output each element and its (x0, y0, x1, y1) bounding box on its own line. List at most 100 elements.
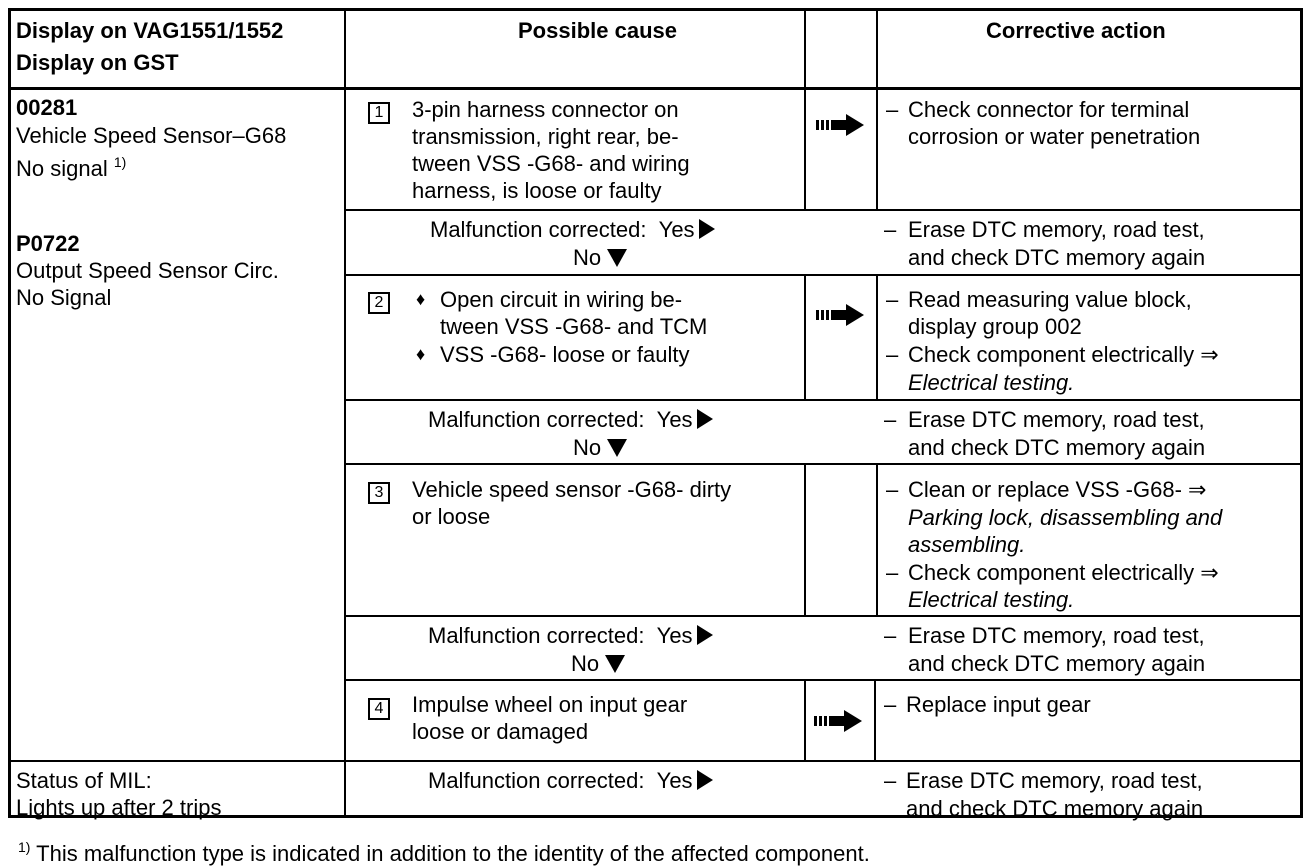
bullet: ♦ (416, 344, 426, 364)
action-line: and check DTC memory again (908, 435, 1206, 460)
cause-line: VSS -G68- loose or faulty (440, 342, 690, 367)
action-line: and check DTC memory again (906, 796, 1204, 821)
malfunction-label: Malfunction corrected: (430, 217, 647, 242)
column-divider (344, 8, 346, 818)
action-dash: – (884, 623, 897, 648)
no-label: No (573, 435, 602, 460)
malfunction-corrected-no: No (571, 650, 626, 677)
action-line: corrosion or water penetration (908, 124, 1201, 149)
malfunction-corrected-yes: Malfunction corrected: Yes (428, 622, 713, 649)
action-line: Check component electrically ⇒ (908, 560, 1219, 585)
fault-desc-line: Output Speed Sensor Circ. (16, 258, 279, 283)
go-to-action-arrow-icon (816, 304, 864, 326)
step-number-4: 4 (368, 698, 390, 720)
column-divider (876, 8, 878, 88)
yes-arrow-icon (696, 770, 713, 790)
malfunction-corrected-yes: Malfunction corrected: Yes (428, 767, 713, 794)
table-frame (8, 8, 1303, 818)
action-line: Erase DTC memory, road test, (908, 407, 1205, 432)
yes-arrow-icon (696, 625, 713, 645)
cause-line: or loose (412, 504, 491, 529)
step-number-1: 1 (368, 102, 390, 124)
mil-status-label: Status of MIL: (16, 768, 152, 793)
column-divider (876, 276, 878, 400)
action-dash: – (884, 768, 897, 793)
step-number-3: 3 (368, 482, 390, 504)
yes-label: Yes (656, 407, 693, 432)
fault-desc-text: No signal (16, 156, 108, 181)
header-possible-cause: Possible cause (518, 18, 677, 43)
column-divider (804, 680, 806, 762)
column-divider (804, 276, 806, 400)
action-dash: – (886, 560, 899, 585)
action-line: Check connector for terminal (908, 97, 1190, 122)
action-line: Read measuring value block, (908, 287, 1192, 312)
fault-code-p0722: P0722 (16, 231, 80, 256)
cause-line: transmission, right rear, be- (412, 124, 679, 149)
malfunction-label: Malfunction corrected: (428, 407, 645, 432)
column-divider (876, 90, 878, 210)
row-divider (344, 615, 1303, 617)
column-divider (804, 464, 806, 616)
footnote: 1) This malfunction type is indicated in… (18, 834, 870, 867)
column-divider (804, 90, 806, 210)
header-corrective-action: Corrective action (986, 18, 1166, 43)
row-divider (344, 679, 1303, 681)
header-display-gst: Display on GST (16, 50, 179, 75)
cause-line: loose or damaged (412, 719, 589, 744)
row-divider (344, 274, 1303, 276)
column-divider (876, 464, 878, 616)
action-line: Replace input gear (906, 692, 1091, 717)
go-to-action-arrow-icon (814, 710, 862, 732)
action-line: Clean or replace VSS -G68- ⇒ (908, 477, 1207, 502)
no-arrow-icon (605, 655, 626, 673)
footnote-text: This malfunction type is indicated in ad… (36, 841, 870, 866)
mil-status-value: Lights up after 2 trips (16, 795, 222, 820)
cause-line: Vehicle speed sensor -G68- dirty (412, 477, 732, 502)
cause-line: tween VSS -G68- and wiring (412, 151, 690, 176)
malfunction-label: Malfunction corrected: (428, 623, 645, 648)
bullet: ♦ (416, 289, 426, 309)
action-line: Erase DTC memory, road test, (906, 768, 1203, 793)
yes-label: Yes (656, 623, 693, 648)
action-reference: Parking lock, disassembling and (908, 505, 1223, 530)
action-reference: Electrical testing. (908, 370, 1075, 395)
yes-arrow-icon (698, 219, 715, 239)
action-dash: – (884, 407, 897, 432)
no-arrow-icon (607, 249, 628, 267)
go-to-action-arrow-icon (816, 114, 864, 136)
row-divider (344, 463, 1303, 465)
malfunction-corrected-no: No (573, 244, 628, 271)
yes-label: Yes (658, 217, 695, 242)
column-divider (874, 680, 876, 762)
cause-line: Impulse wheel on input gear (412, 692, 688, 717)
action-line: Check component electrically ⇒ (908, 342, 1219, 367)
action-reference: assembling. (908, 532, 1026, 557)
action-dash: – (886, 97, 899, 122)
malfunction-corrected-yes: Malfunction corrected: Yes (430, 216, 715, 243)
yes-label: Yes (656, 768, 693, 793)
action-line: display group 002 (908, 314, 1082, 339)
row-divider (8, 87, 1303, 90)
malfunction-label: Malfunction corrected: (428, 768, 645, 793)
step-number-2: 2 (368, 292, 390, 314)
action-dash: – (884, 217, 897, 242)
no-label: No (571, 651, 600, 676)
footnote-ref: 1) (113, 154, 127, 170)
fault-desc-line: No signal 1) (16, 149, 126, 182)
action-line: Erase DTC memory, road test, (908, 217, 1205, 242)
action-line: Erase DTC memory, road test, (908, 623, 1205, 648)
malfunction-corrected-yes: Malfunction corrected: Yes (428, 406, 713, 433)
action-dash: – (886, 477, 899, 502)
row-divider (344, 209, 1303, 211)
action-dash: – (886, 287, 899, 312)
row-divider (8, 760, 1303, 762)
cause-line: 3-pin harness connector on (412, 97, 679, 122)
footnote-mark: 1) (18, 839, 31, 855)
no-arrow-icon (607, 439, 628, 457)
fault-code-00281: 00281 (16, 95, 78, 120)
header-display-vag: Display on VAG1551/1552 (16, 18, 284, 43)
cause-line: harness, is loose or faulty (412, 178, 662, 203)
cause-line: tween VSS -G68- and TCM (440, 314, 708, 339)
action-reference: Electrical testing. (908, 587, 1075, 612)
